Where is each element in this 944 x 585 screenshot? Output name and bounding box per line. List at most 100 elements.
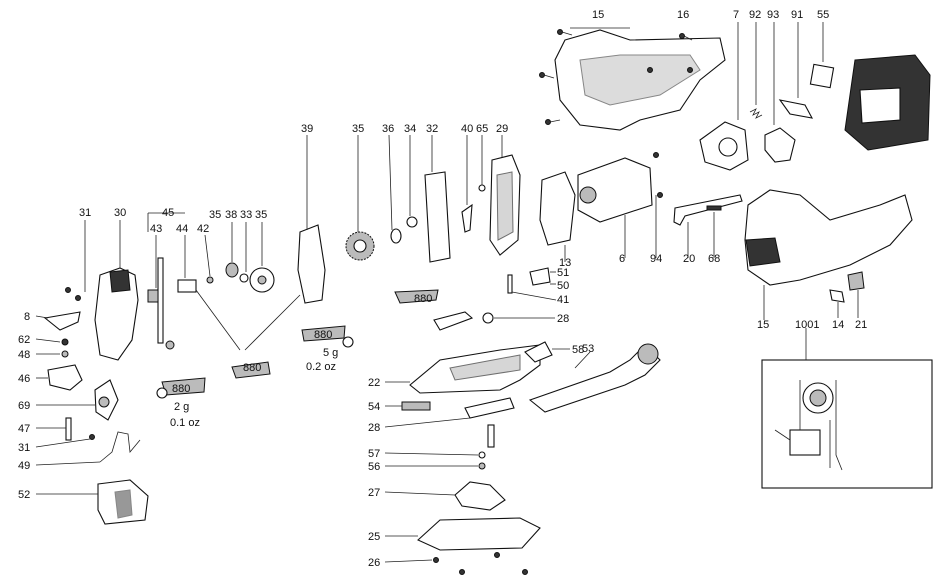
grease-box	[301, 325, 354, 348]
plunger-rod	[147, 212, 185, 350]
grease-code: 880	[243, 362, 261, 374]
screw-icon	[384, 552, 528, 575]
callout-label: 57	[368, 448, 380, 460]
callout-label: 92	[749, 9, 761, 21]
rod-part	[507, 274, 557, 301]
gear-wheel	[345, 135, 375, 261]
grease-code: 880	[414, 293, 432, 305]
callout-label: 25	[368, 531, 380, 543]
switch-part	[829, 289, 845, 318]
grease-quantity: 2 g	[174, 401, 189, 413]
callout-label: 53	[582, 343, 594, 355]
callout-label: 55	[817, 9, 829, 21]
motor	[577, 157, 653, 258]
callout-label: 52	[18, 489, 30, 501]
callout-label: 91	[791, 9, 803, 21]
callout-label: 14	[832, 319, 844, 331]
callout-label: 48	[18, 349, 30, 361]
callout-label: 46	[18, 373, 30, 385]
blade-clamp	[36, 364, 83, 391]
callout-labels: 15 16 7 92 93 91 55 39 35 36 34 32 40 65…	[18, 9, 867, 569]
callout-label: 8	[24, 311, 30, 323]
spring-icon	[749, 22, 763, 119]
callout-label: 94	[650, 253, 662, 265]
screw-icon	[35, 338, 69, 358]
grease-box	[394, 289, 439, 304]
callout-label: 54	[368, 401, 380, 413]
grease-unit: 0.2 oz	[306, 361, 336, 373]
base-plate	[385, 344, 541, 394]
guide-block	[147, 235, 159, 303]
callout-label: 29	[496, 123, 508, 135]
callout-label: 30	[114, 207, 126, 219]
callout-label: 16	[677, 9, 689, 21]
callout-label: 40	[461, 123, 473, 135]
callout-label: 7	[733, 9, 739, 21]
callout-label: 50	[557, 280, 569, 292]
grease-box	[156, 377, 206, 399]
callout-label: 36	[382, 123, 394, 135]
callout-label: 69	[18, 400, 30, 412]
spring-icon	[706, 205, 722, 258]
callout-label: 49	[18, 460, 30, 472]
counterweight-plate	[297, 135, 326, 304]
clip-part	[764, 22, 796, 163]
bracket-part	[673, 194, 743, 258]
roller-bracket	[177, 235, 241, 351]
washer-part	[239, 222, 249, 283]
support-roller	[36, 379, 119, 421]
pin-part	[36, 417, 72, 441]
callout-label: 47	[18, 423, 30, 435]
housing-half-upper	[554, 27, 726, 131]
lever-part	[35, 311, 81, 331]
battery-pack	[844, 54, 931, 151]
callout-label: 39	[301, 123, 313, 135]
shoe-bracket	[384, 481, 506, 511]
callout-label: 68	[708, 253, 720, 265]
screw-icon	[65, 220, 86, 301]
latch-part	[778, 22, 814, 119]
callout-label: 62	[18, 334, 30, 346]
callout-label: 21	[855, 319, 867, 331]
callout-label: 38	[225, 209, 237, 221]
callout-label: 45	[162, 207, 174, 219]
screw-icon	[539, 29, 693, 125]
base-shoe	[385, 517, 541, 551]
callout-label: 44	[176, 223, 188, 235]
grease-box	[231, 361, 271, 379]
ring-part	[478, 135, 486, 192]
callout-label: 58	[572, 344, 584, 356]
callout-label: 13	[559, 257, 571, 269]
callout-label: 15	[592, 9, 604, 21]
screw-icon	[35, 434, 95, 448]
lever-part	[461, 135, 473, 233]
pin-part	[384, 424, 495, 470]
callout-label: 27	[368, 487, 380, 499]
callout-label: 28	[368, 422, 380, 434]
label-plate	[809, 22, 835, 89]
grease-quantity: 5 g	[323, 347, 338, 359]
blade-guard	[36, 479, 149, 525]
callout-label: 31	[18, 442, 30, 454]
electronics-inset	[761, 328, 933, 489]
pin-part	[204, 234, 214, 284]
callout-label: 6	[619, 253, 625, 265]
callout-label: 65	[476, 123, 488, 135]
callout-label: 28	[557, 313, 569, 325]
callout-label: 56	[368, 461, 380, 473]
callout-label: 34	[404, 123, 416, 135]
callout-label: 33	[240, 209, 252, 221]
callout-label: 35	[255, 209, 267, 221]
callout-label: 51	[557, 267, 569, 279]
gasket-part	[424, 135, 451, 263]
callout-label: 31	[79, 207, 91, 219]
grease-code: 880	[314, 329, 332, 341]
callout-label: 43	[150, 223, 162, 235]
callout-label: 1001	[795, 319, 819, 331]
callout-label: 93	[767, 9, 779, 21]
pin-part	[529, 267, 556, 286]
callout-label: 26	[368, 557, 380, 569]
screw-icon	[653, 152, 663, 258]
callout-label: 35	[352, 123, 364, 135]
